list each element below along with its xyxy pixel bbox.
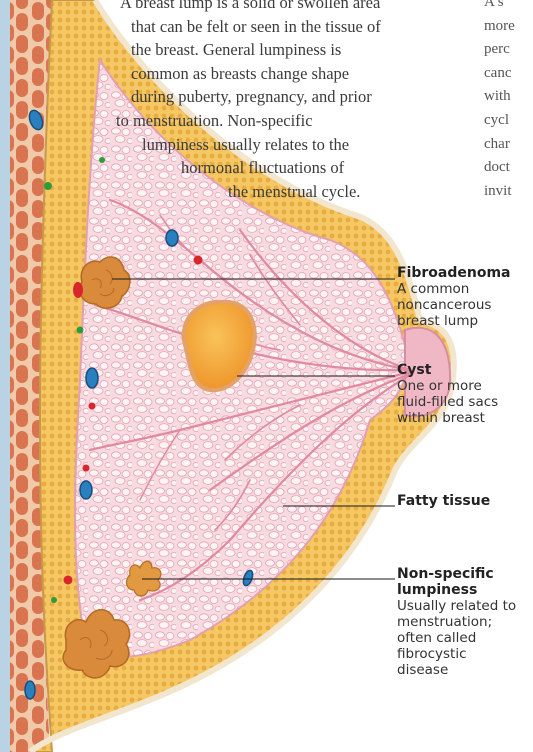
label-nonspecific-desc: Usually related to — [397, 598, 533, 614]
intro-line: the breast. General lumpiness is — [131, 38, 476, 62]
label-fibroadenoma-desc: noncancerous — [397, 297, 533, 313]
side-line: doct — [484, 156, 533, 180]
label-nonspecific-desc: menstruation; — [397, 614, 533, 630]
label-fibroadenoma-desc: breast lump — [397, 313, 533, 329]
label-fibroadenoma: Fibroadenoma A common noncancerous breas… — [397, 265, 533, 329]
label-nonspecific-lumpiness: Non-specific lumpiness Usually related t… — [397, 566, 533, 678]
label-cyst-desc: within breast — [397, 410, 533, 426]
label-nonspecific-title: lumpiness — [397, 582, 533, 598]
label-fibroadenoma-title: Fibroadenoma — [397, 265, 533, 281]
side-line: more — [484, 15, 533, 39]
intro-line: during puberty, pregnancy, and prior — [131, 85, 476, 109]
label-nonspecific-title: Non-specific — [397, 566, 533, 582]
side-line: char — [484, 133, 533, 157]
label-nonspecific-desc: disease — [397, 662, 533, 678]
intro-line: to menstruation. Non-specific — [116, 109, 476, 133]
side-line: A s — [484, 0, 533, 15]
intro-line: the menstrual cycle. — [228, 180, 476, 204]
intro-line: lumpiness usually relates to the — [142, 133, 476, 157]
label-fatty-tissue-title: Fatty tissue — [397, 493, 533, 509]
label-nonspecific-desc: often called — [397, 630, 533, 646]
intro-line: A breast lump is a solid or swollen area — [120, 0, 476, 15]
intro-line: that can be felt or seen in the tissue o… — [131, 15, 476, 39]
label-fibroadenoma-desc: A common — [397, 281, 533, 297]
label-cyst-title: Cyst — [397, 362, 533, 378]
intro-line: hormonal fluctuations of — [181, 156, 476, 180]
side-line: with — [484, 85, 533, 109]
side-line: canc — [484, 62, 533, 86]
intro-paragraph: A breast lump is a solid or swollen area… — [116, 0, 476, 203]
side-line: cycl — [484, 109, 533, 133]
label-cyst: Cyst One or more fluid-filled sacs withi… — [397, 362, 533, 426]
label-cyst-desc: One or more — [397, 378, 533, 394]
page-edge-strip — [0, 0, 10, 752]
side-line: perc — [484, 38, 533, 62]
label-nonspecific-desc: fibrocystic — [397, 646, 533, 662]
label-cyst-desc: fluid-filled sacs — [397, 394, 533, 410]
side-line: invit — [484, 180, 533, 204]
side-column-text: A s more perc canc with cycl char doct i… — [484, 0, 533, 203]
label-fatty-tissue: Fatty tissue — [397, 493, 533, 509]
intro-line: common as breasts change shape — [131, 62, 476, 86]
